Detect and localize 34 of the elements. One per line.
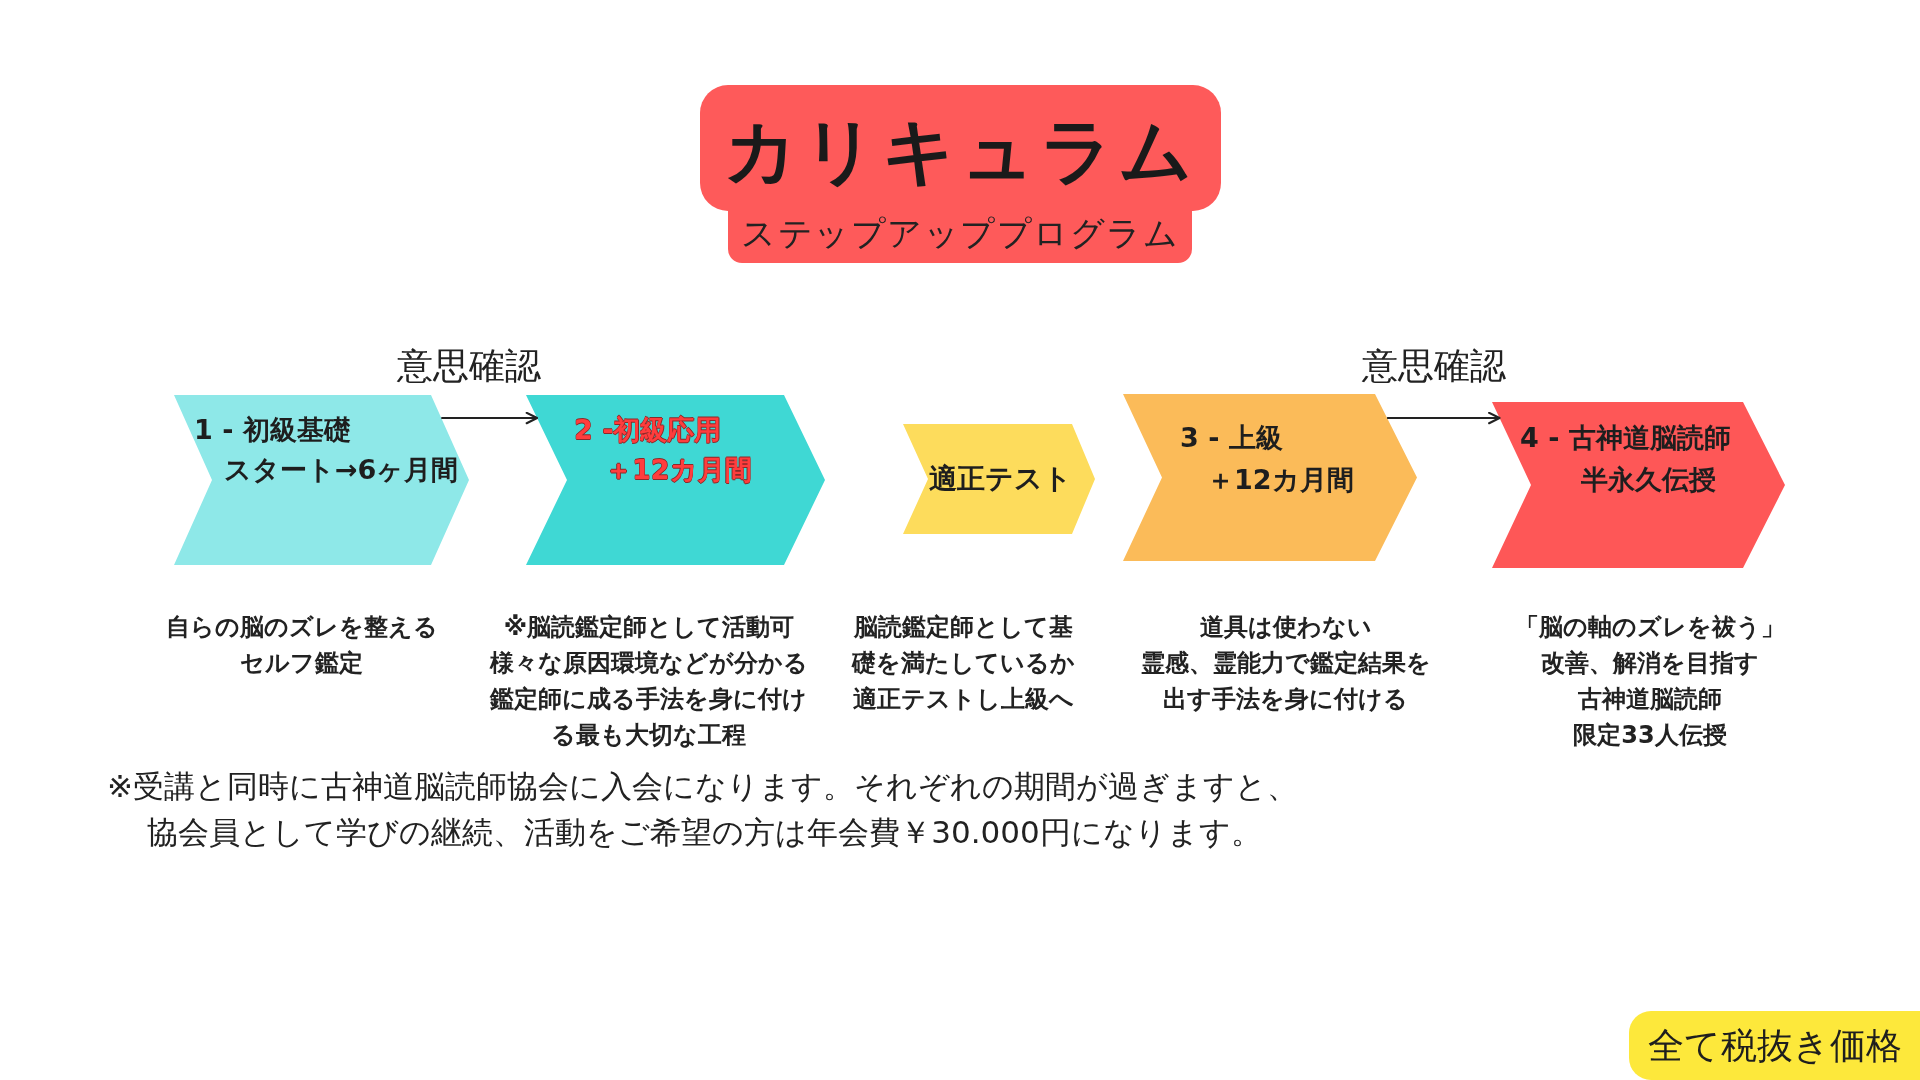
step-label: 3 - 上級: [1180, 421, 1283, 455]
process-step: [1123, 394, 1417, 561]
step-description: 「脳の軸のズレを祓う」: [1515, 612, 1785, 643]
price-badge: [1629, 1011, 1920, 1080]
step-label: 1 - 初級基礎: [194, 413, 351, 447]
process-step: [1492, 402, 1785, 568]
step-description: 古神道脳読師: [1578, 684, 1722, 715]
note-text: 全て税抜き価格: [1647, 1024, 1902, 1067]
step-description: 道具は使わない: [1200, 612, 1372, 643]
subtitle: ステップアッププログラム: [740, 213, 1180, 253]
step-description: 様々な原因環境などが分かる: [490, 648, 808, 679]
process-step: [174, 395, 469, 565]
step-description: 鑑定師に成る手法を身に付ける最も大切な工程: [489, 684, 809, 751]
step-period: ＋12カ月間: [605, 453, 752, 487]
footnote: ※受講と同時に古神道脳読師協会に入会になります。それぞれの期間が過ぎますと、協会員として学びの継続、活動をご希望の方は年会費￥30.000円になります。: [107, 767, 1299, 852]
step-description: ※脳読鑑定師として活動可: [503, 612, 795, 643]
arrow: [441, 411, 539, 425]
process-step: [903, 424, 1095, 534]
step-label: 2 -初級応用: [574, 413, 722, 447]
step-description: 限定33人伝授: [1573, 720, 1727, 751]
arrow: [1387, 411, 1501, 425]
title: カリキュラム: [722, 113, 1199, 189]
step-period: 半永久伝授: [1581, 463, 1716, 497]
step-period: スタート→6ヶ月間: [224, 453, 459, 487]
step-label: 4 - 古神道脳読師: [1520, 421, 1731, 455]
step-description: 自らの脳のズレを整えるセルフ鑑定: [165, 612, 439, 679]
step-description: 改善、解消を目指す: [1541, 648, 1759, 679]
step-label: 適正テスト: [928, 462, 1072, 496]
edge-label: 意思確認: [397, 345, 542, 387]
process-step: [526, 395, 825, 565]
edge-label: 意思確認: [1362, 345, 1507, 387]
step-description: 霊感、霊能力で鑑定結果を出す手法を身に付ける: [1140, 648, 1432, 715]
step-description: 脳読鑑定師として基礎を満たしているか適正テストし上級へ: [851, 612, 1077, 715]
step-period: ＋12カ月間: [1207, 463, 1354, 497]
